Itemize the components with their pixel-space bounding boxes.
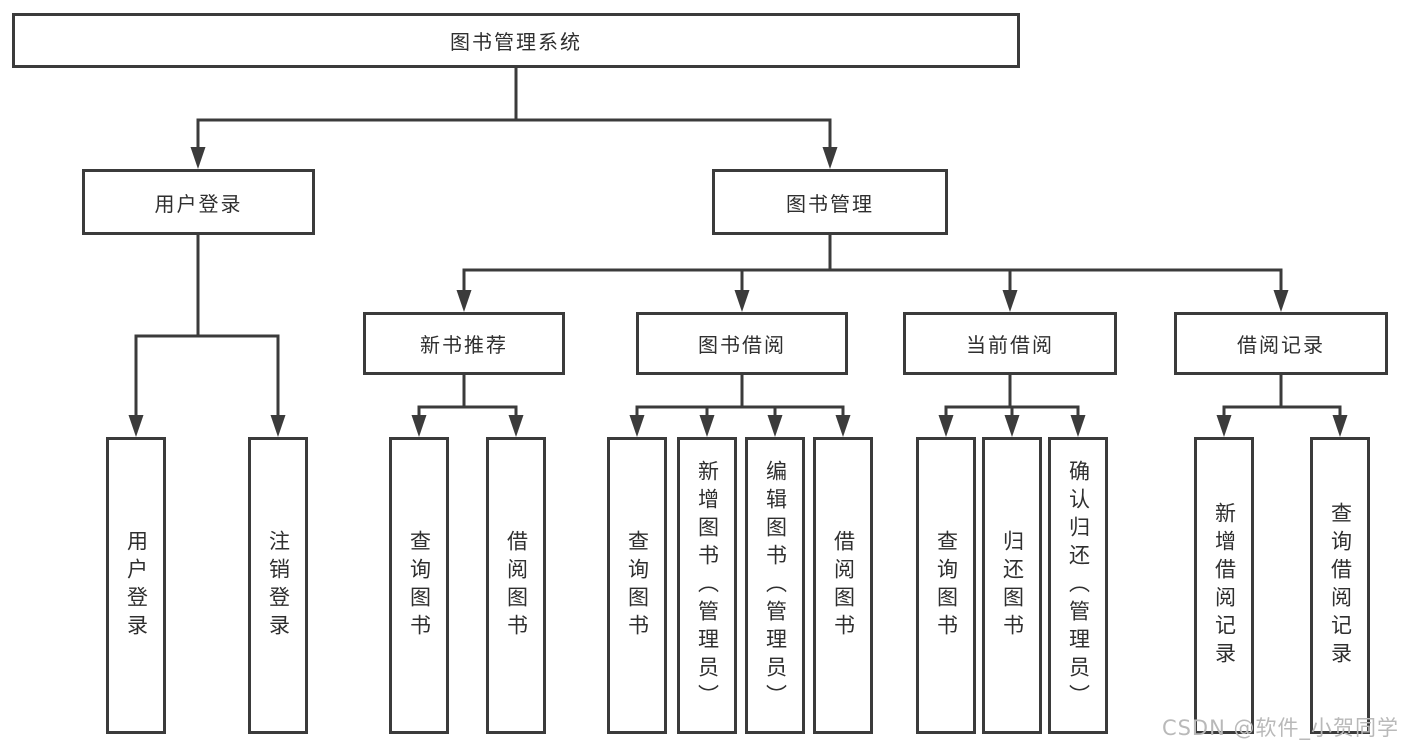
leaf-recommend-query-books: 查询图书 (389, 437, 449, 734)
leaf-record-add-borrow-record: 新增借阅记录 (1194, 437, 1254, 734)
node-current-borrow: 当前借阅 (903, 312, 1117, 375)
leaf-current-confirm-return-admin: 确认归还（管理员） (1048, 437, 1108, 734)
leaf-user-login: 用户登录 (106, 437, 166, 734)
node-borrow-record: 借阅记录 (1174, 312, 1388, 375)
leaf-borrow-borrow-books: 借阅图书 (813, 437, 873, 734)
leaf-record-query-borrow-record: 查询借阅记录 (1310, 437, 1370, 734)
leaf-borrow-edit-books-admin: 编辑图书（管理员） (745, 437, 805, 734)
leaf-current-return-books: 归还图书 (982, 437, 1042, 734)
leaf-logout: 注销登录 (248, 437, 308, 734)
node-book-management: 图书管理 (712, 169, 948, 235)
leaf-recommend-borrow-books: 借阅图书 (486, 437, 546, 734)
node-user-login: 用户登录 (82, 169, 315, 235)
leaf-current-query-books: 查询图书 (916, 437, 976, 734)
node-new-book-recommend: 新书推荐 (363, 312, 565, 375)
node-book-borrow: 图书借阅 (636, 312, 848, 375)
leaf-borrow-query-books: 查询图书 (607, 437, 667, 734)
leaf-borrow-add-books-admin: 新增图书（管理员） (677, 437, 737, 734)
csdn-watermark: CSDN @软件_小贺同学 (1161, 716, 1399, 740)
node-root-system: 图书管理系统 (12, 13, 1020, 68)
